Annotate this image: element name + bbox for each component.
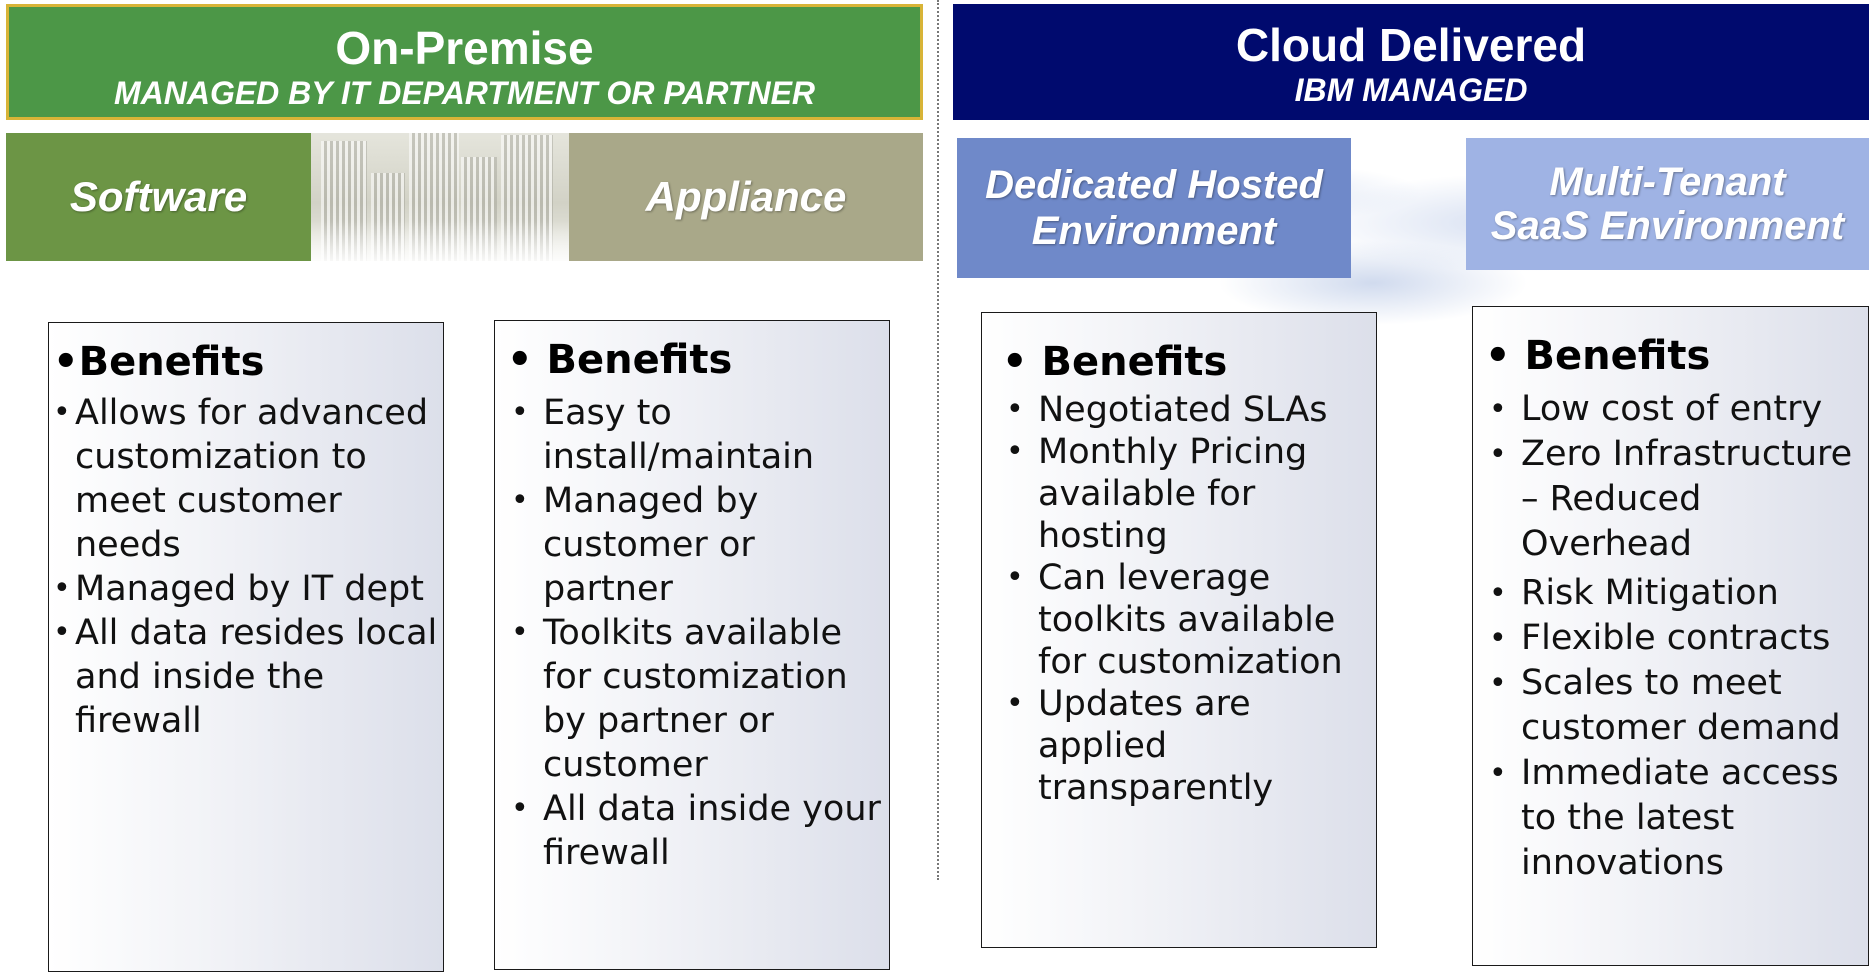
buildings-image [311,133,569,261]
section-divider [937,0,939,880]
list-item: •Immediate access to the latest innovati… [1489,753,1839,883]
cloud-subtitle: IBM MANAGED [1294,72,1528,108]
list-item: •Can leverage toolkits available for cus… [1006,558,1343,682]
list-item: •Allows for advanced customization to me… [53,393,429,565]
multitenant-label-line1: Multi-Tenant [1549,160,1786,204]
list-item: •All data resides local and inside the f… [53,613,438,741]
software-label: Software [69,173,248,220]
benefits-list: •Allows for advanced customization to me… [53,391,438,743]
benefits-heading: • Benefits [507,337,733,383]
list-item: •Managed by IT dept [53,569,424,609]
benefits-heading: • Benefits [1002,339,1228,385]
dedicated-benefits-panel: • Benefits •Negotiated SLAs •Monthly Pri… [981,312,1377,948]
appliance-benefits-panel: • Benefits •Easy to install/maintain •Ma… [494,320,890,970]
list-item: •Managed by customer or partner [511,481,759,609]
benefits-heading: •Benefits [53,339,265,385]
software-benefits-panel: •Benefits •Allows for advanced customiza… [48,322,444,972]
multitenant-label-line2: SaaS Environment [1490,204,1845,248]
dedicated-label-line1: Dedicated Hosted [985,163,1323,207]
benefits-heading: • Benefits [1485,333,1711,379]
cloud-header: Cloud Delivered IBM MANAGED [953,4,1869,120]
list-item: •Updates are applied transparently [1006,684,1274,808]
benefits-list: •Negotiated SLAs •Monthly Pricing availa… [1002,389,1374,809]
list-item: •Monthly Pricing available for hosting [1006,432,1308,556]
list-item: •Easy to install/maintain [511,393,815,477]
on-premise-title: On-Premise [335,22,594,74]
list-item: •Negotiated SLAs [1006,390,1328,430]
list-item: •Low cost of entry [1489,389,1823,429]
benefits-list: •Easy to install/maintain •Managed by cu… [507,391,887,875]
list-item: •Risk Mitigation [1489,573,1779,613]
cloud-title: Cloud Delivered [1235,19,1587,71]
appliance-label: Appliance [645,173,847,220]
list-item: •Scales to meet customer demand [1489,663,1841,748]
dedicated-hosted-band: Dedicated Hosted Environment [957,138,1351,278]
multitenant-benefits-panel: • Benefits •Low cost of entry •Zero Infr… [1472,306,1869,966]
appliance-band: Appliance [569,133,923,261]
multi-tenant-band: Multi-Tenant SaaS Environment [1466,138,1869,270]
list-item: •All data inside your firewall [511,789,881,873]
dedicated-label-line2: Environment [1031,209,1277,253]
on-premise-header: On-Premise MANAGED BY IT DEPARTMENT OR P… [6,4,923,120]
list-item: •Flexible contracts [1489,618,1831,658]
benefits-list: •Low cost of entry •Zero Infrastructure … [1485,387,1869,886]
list-item: •Toolkits available for customization by… [511,613,848,785]
on-premise-subtitle: MANAGED BY IT DEPARTMENT OR PARTNER [113,75,816,111]
list-item: •Zero Infrastructure – Reduced Overhead [1489,434,1853,564]
software-band: Software [6,133,311,261]
